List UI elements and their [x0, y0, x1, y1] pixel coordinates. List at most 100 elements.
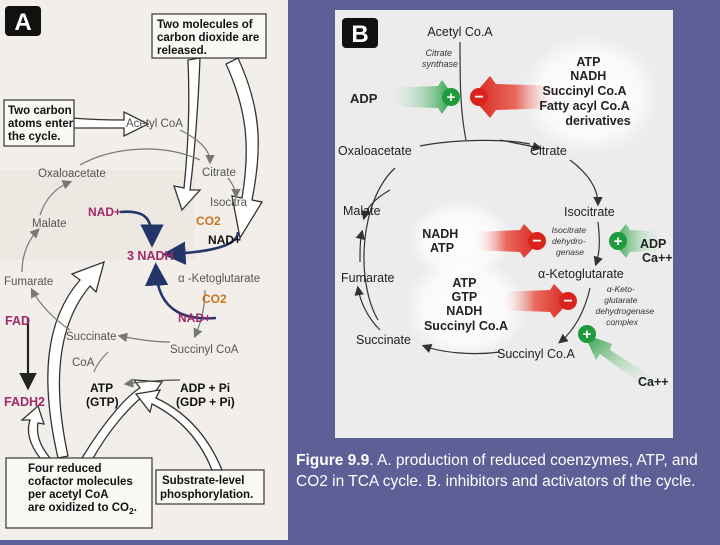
b-activator-arrow-3 — [584, 334, 660, 392]
b-arrow-oaa-malate — [361, 189, 391, 221]
glow-akg — [404, 256, 528, 360]
b-minus-3-sign: − — [563, 293, 572, 310]
arrow-citrate-to-isocitrate — [227, 177, 241, 199]
b-activators-2: ADP Ca++ — [640, 237, 673, 265]
arrow-adp-to-atp — [123, 378, 181, 388]
b-arrow-acetyl — [459, 41, 467, 141]
arrow-nad-1 — [119, 210, 164, 248]
arrow-coa-branch — [93, 351, 109, 373]
b-isocitrate-dh: Isocitrate dehydro- genase — [552, 225, 589, 257]
a-coa: CoA — [72, 357, 95, 369]
glow-inhibitors-top — [520, 35, 660, 155]
reduced-cofactor-arrow-1 — [47, 260, 105, 459]
panel-b: B Acetyl Co.A Citrate synthase ADP + − A… — [335, 10, 673, 438]
a-oxaloacetate: Oxaloacetate — [38, 168, 106, 180]
arrow-oaa-to-citrate — [79, 148, 201, 166]
b-plus-top — [442, 88, 460, 106]
arrow-succinate-to-fumarate — [30, 287, 71, 331]
panel-a-label: A — [14, 9, 31, 36]
b-plus-2-sign: + — [614, 233, 623, 250]
a-fad: FAD — [5, 314, 30, 328]
caption-text: . A. production of reduced coenzymes, AT… — [296, 452, 698, 490]
b-akg-dh: α-Keto- glutarate dehydrogenase complex — [596, 284, 657, 327]
b-succinyl-coa: Succinyl Co.A — [497, 347, 575, 361]
a-acetyl-coa: Acetyl CoA — [126, 118, 183, 130]
arrow-acetyl-to-citrate — [179, 129, 215, 165]
a-adp-gdp: ADP + Pi (GDP + Pi) — [176, 381, 235, 409]
b-arrow-succ-fum — [354, 285, 381, 331]
b-plus-2 — [609, 232, 627, 250]
panel-b-label-box — [342, 18, 378, 48]
a-citrate: Citrate — [202, 167, 236, 179]
b-arrow-citrate-iso — [569, 159, 603, 207]
b-acetyl-coa: Acetyl Co.A — [427, 25, 493, 39]
b-cycle-top — [419, 139, 531, 147]
callout-substrate-box — [155, 469, 265, 505]
co2-release-arrow-1 — [225, 57, 264, 240]
arrow-akg-to-succinylcoa — [193, 289, 206, 339]
b-minus-3 — [559, 292, 577, 310]
b-inhibitors-2: NADH ATP — [422, 227, 462, 255]
b-inhibitors-3: ATP GTP NADH Succinyl Co.A — [424, 276, 508, 333]
b-cycle-left — [363, 167, 396, 321]
co2-release-arrow-2 — [173, 57, 202, 212]
b-malate: Malate — [343, 204, 381, 218]
b-arrow-iso-akg — [593, 221, 603, 267]
b-oxaloacetate: Oxaloacetate — [338, 144, 412, 158]
arrow-nad-3 — [145, 262, 217, 320]
a-ketoglutarate: α -Ketoglutarate — [178, 273, 260, 285]
b-citrate: Citrate — [530, 144, 567, 158]
callout-enter-box — [3, 99, 75, 147]
b-minus-top — [470, 88, 488, 106]
a-fadh2: FADH2 — [4, 395, 45, 409]
a-succinyl-coa: Succinyl CoA — [170, 344, 239, 356]
a-nadh-3: 3 NADH — [127, 249, 174, 263]
caption-bold: Figure 9.9 — [296, 452, 370, 469]
b-plus-top-sign: + — [447, 89, 456, 106]
a-nad-3: NAD+ — [178, 311, 211, 325]
b-succinate: Succinate — [356, 333, 411, 347]
b-arrow-fum-malate — [355, 229, 365, 263]
arrow-nad-2 — [162, 231, 240, 265]
arrow-fumarate-to-malate — [21, 228, 40, 273]
b-inhibitors-1: ATP NADH Succinyl Co.A Fatty acyl Co.A d… — [539, 55, 632, 128]
b-inhibitor-arrow-top — [472, 76, 560, 118]
carbon-enter-arrow — [71, 110, 150, 138]
arrow-malate-to-oaa — [39, 180, 73, 216]
reduced-cofactor-arrow-2 — [20, 404, 52, 459]
substrate-level-arrow — [134, 389, 223, 471]
b-inhibitor-arrow-2 — [472, 224, 540, 258]
b-minus-top-sign: − — [474, 89, 483, 106]
b-adp: ADP — [350, 91, 378, 106]
b-minus-2 — [528, 232, 546, 250]
b-minus-2-sign: − — [532, 233, 541, 250]
arrow-succinylcoa-to-succinate — [117, 332, 171, 343]
figure-caption: Figure 9.9. A. production of reduced coe… — [296, 450, 706, 492]
b-fumarate: Fumarate — [341, 271, 395, 285]
a-fumarate: Fumarate — [4, 276, 53, 288]
b-activator-arrow-top — [382, 80, 454, 114]
b-citrate-synthase: Citrate synthase — [422, 48, 458, 69]
b-arrow-akg-succcoa — [558, 287, 591, 344]
b-plus-3-sign: + — [583, 326, 592, 343]
panel-a: A Two molecules of carbon dioxide are re… — [0, 0, 288, 540]
b-activator-3: Ca++ — [638, 375, 669, 389]
callout-co2-release-text: Two molecules of carbon dioxide are rele… — [157, 19, 262, 57]
b-plus-3 — [578, 325, 596, 343]
callout-reduced-text: Four reduced cofactor molecules per acet… — [28, 463, 137, 516]
a-nad-1: NAD+ — [88, 205, 121, 219]
a-co2-1: CO2 — [196, 214, 221, 228]
callout-enter-text: Two carbon atoms enter the cycle. — [8, 105, 76, 143]
b-inhibitor-arrow-3 — [500, 284, 570, 318]
callout-substrate-text: Substrate-level phosphorylation. — [160, 475, 253, 501]
b-arrow-to-citrate — [499, 139, 543, 152]
a-succinate: Succinate — [66, 331, 117, 343]
panel-b-label: B — [351, 21, 368, 48]
b-ketoglutarate: α-Ketoglutarate — [538, 267, 624, 281]
b-isocitrate: Isocitrate — [564, 205, 615, 219]
callout-reduced-box — [5, 457, 153, 529]
panel-a-label-box — [5, 6, 41, 36]
a-atp-gtp: ATP (GTP) — [86, 381, 119, 409]
